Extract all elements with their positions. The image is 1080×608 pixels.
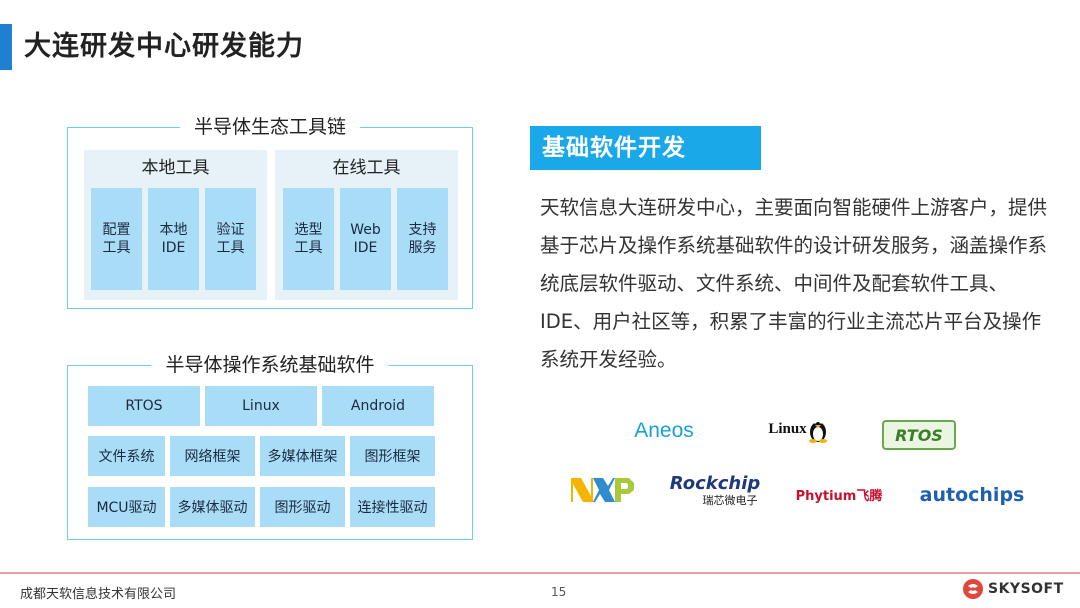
tile-multimedia-driver: 多媒体驱动 xyxy=(170,487,255,527)
nxp-logo xyxy=(571,476,635,504)
aneos-logo: Aneos xyxy=(634,419,694,442)
tile-rtos: RTOS xyxy=(88,386,200,426)
tile-support-service: 支持 服务 xyxy=(397,188,448,290)
tile-connectivity-driver: 连接性驱动 xyxy=(350,487,435,527)
toolchain-panel: 半导体生态工具链 本地工具 配置 工具 本地 IDE 验证 工具 在线工具 选型… xyxy=(67,114,473,309)
local-tools-title: 本地工具 xyxy=(141,158,210,178)
tile-local-ide: 本地 IDE xyxy=(148,188,199,290)
footer-brand: SKYSOFT xyxy=(962,578,1064,600)
nxp-mark-icon xyxy=(571,478,634,502)
tile-mcu-driver: MCU驱动 xyxy=(88,487,165,527)
tile-config-tool: 配置 工具 xyxy=(91,188,142,290)
skysoft-logo-icon xyxy=(963,579,983,599)
page-number: 15 xyxy=(551,585,567,599)
footer-company: 成都天软信息技术有限公司 xyxy=(20,587,177,602)
tile-network-framework: 网络框架 xyxy=(170,436,255,476)
tile-verify-tool: 验证 工具 xyxy=(205,188,256,290)
page-title: 大连研发中心研发能力 xyxy=(24,31,304,62)
section-heading: 基础软件开发 xyxy=(530,126,761,170)
online-tools-group: 在线工具 选型 工具 Web IDE 支持 服务 xyxy=(275,150,458,300)
tile-linux: Linux xyxy=(205,386,317,426)
os-software-title: 半导体操作系统基础软件 xyxy=(151,352,389,378)
tux-penguin-icon xyxy=(808,420,827,443)
autochips-logo: autochips xyxy=(919,484,1025,506)
online-tools-title: 在线工具 xyxy=(332,158,401,178)
tile-android: Android xyxy=(322,386,434,426)
tile-selection-tool: 选型 工具 xyxy=(283,188,334,290)
local-tools-group: 本地工具 配置 工具 本地 IDE 验证 工具 xyxy=(84,150,267,300)
tile-filesystem: 文件系统 xyxy=(88,436,165,476)
footer-brand-text: SKYSOFT xyxy=(988,581,1064,597)
tile-web-ide: Web IDE xyxy=(340,188,391,290)
tile-graphics-driver: 图形驱动 xyxy=(260,487,345,527)
section-description: 天软信息大连研发中心，主要面向智能硬件上游客户，提供基于芯片及操作系统基础软件的… xyxy=(540,196,1048,371)
tile-multimedia-framework: 多媒体框架 xyxy=(260,436,345,476)
title-accent-bar xyxy=(0,24,12,70)
toolchain-title: 半导体生态工具链 xyxy=(179,114,361,140)
os-software-panel: 半导体操作系统基础软件 RTOS Linux Android 文件系统 网络框架… xyxy=(67,352,473,540)
tile-graphics-framework: 图形框架 xyxy=(350,436,435,476)
footer-divider xyxy=(0,572,1080,574)
rockchip-logo: Rockchip 瑞芯微电子 xyxy=(669,473,761,508)
phytium-logo: Phytium飞腾 xyxy=(795,488,883,504)
linux-logo: Linux xyxy=(762,410,834,448)
rtos-logo: RTOS xyxy=(882,420,956,450)
